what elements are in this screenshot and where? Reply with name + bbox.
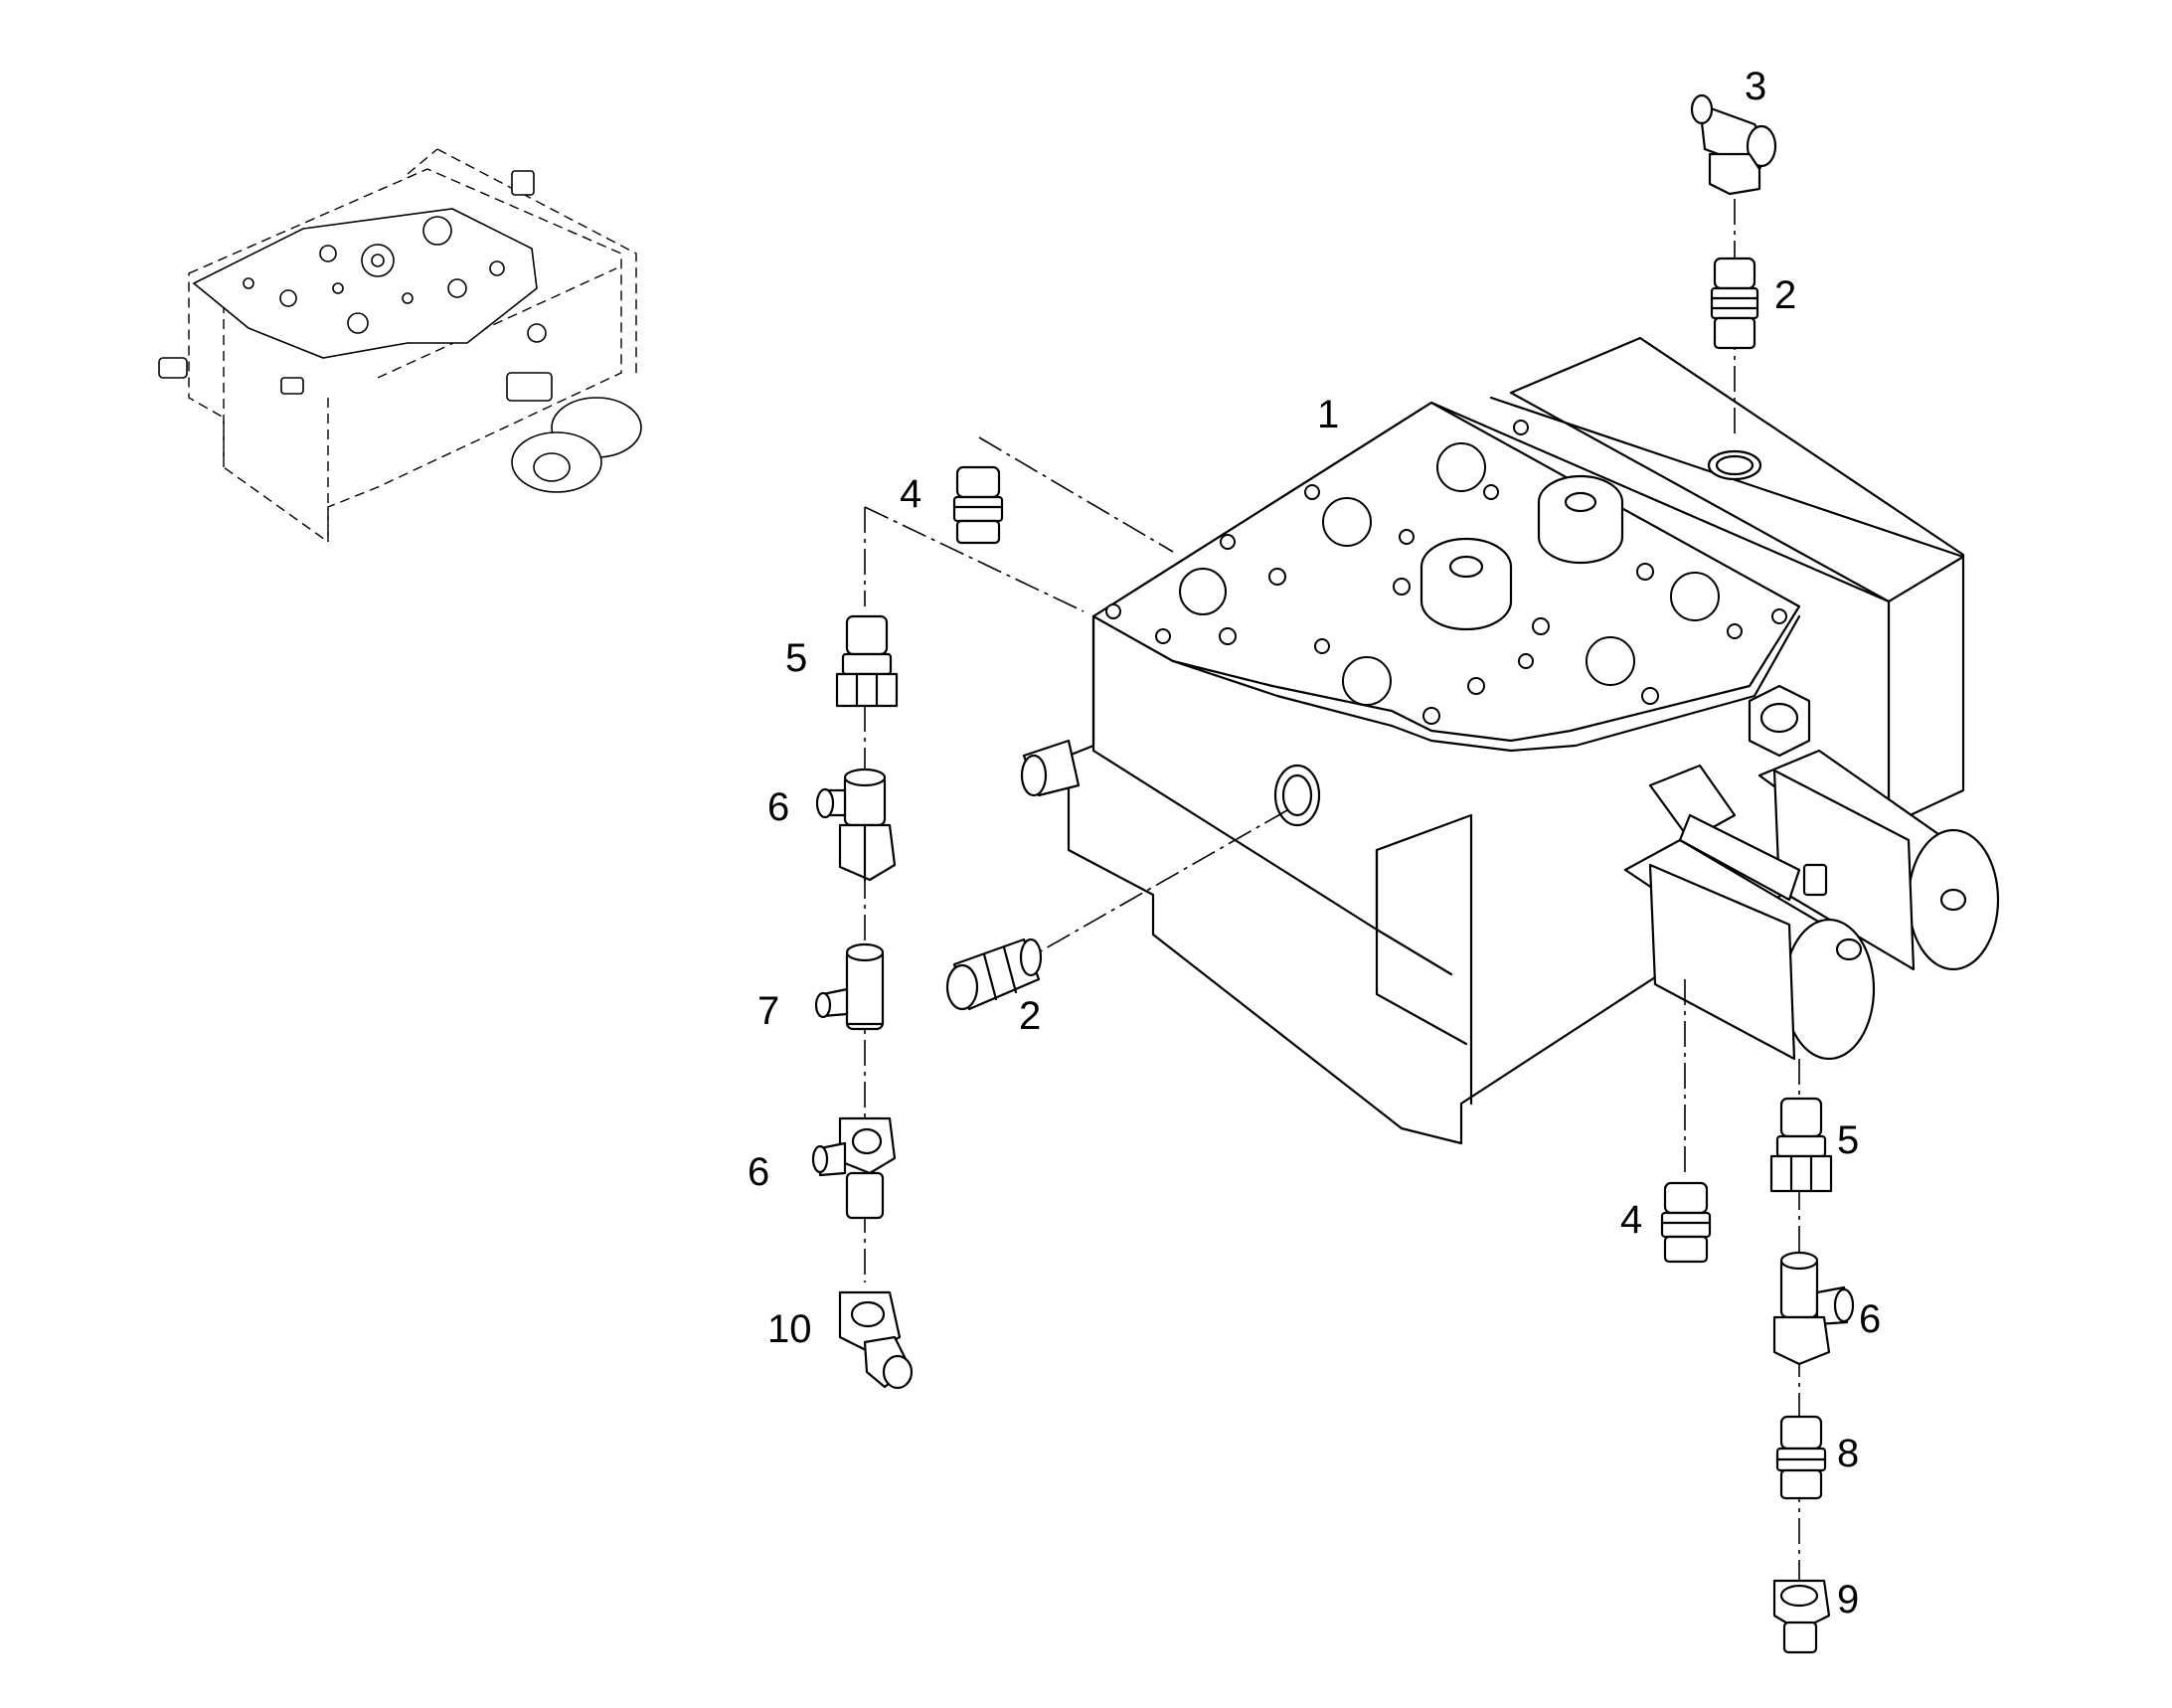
- callout-10: 10: [767, 1307, 812, 1351]
- control-valve-block: [1020, 336, 2000, 1145]
- callout-labels: 1 2 2 3 4 4 5 5 6 6 6 7 8 9 10: [748, 65, 1881, 1622]
- fitting-adapter-8: [1775, 1415, 1827, 1500]
- fitting-connector-5-left: [835, 614, 899, 708]
- callout-3: 3: [1745, 65, 1766, 108]
- callout-1: 1: [1317, 393, 1339, 436]
- callout-4-right: 4: [1620, 1198, 1642, 1242]
- callout-4-left: 4: [900, 472, 921, 516]
- fitting-connector-5-right: [1769, 1097, 1833, 1193]
- fitting-adapter-2-upper: [1710, 256, 1759, 350]
- callout-9: 9: [1837, 1578, 1859, 1622]
- fitting-adapter-2-middle: [945, 938, 1043, 1011]
- callout-5-left: 5: [785, 636, 807, 680]
- callout-2-top: 2: [1774, 273, 1796, 317]
- fitting-tee-3: [1690, 93, 1777, 196]
- fitting-plug-4-left: [952, 465, 1004, 545]
- callout-5-right: 5: [1837, 1118, 1859, 1162]
- overview-thumbnail: [158, 148, 642, 544]
- fitting-tee-7: [814, 942, 885, 1031]
- fitting-tee-6-left-b: [811, 1116, 897, 1220]
- fitting-elbow-10: [838, 1290, 914, 1390]
- callout-6-left-a: 6: [767, 785, 789, 829]
- fitting-plug-4-right: [1660, 1181, 1712, 1264]
- fitting-tee-6-left-a: [815, 768, 897, 882]
- callout-2-middle: 2: [1019, 994, 1041, 1038]
- fitting-tee-6-right: [1772, 1251, 1855, 1366]
- fitting-nut-9: [1772, 1579, 1831, 1654]
- callout-6-right: 6: [1859, 1297, 1881, 1341]
- callout-6-left-b: 6: [748, 1150, 769, 1194]
- callout-8: 8: [1837, 1432, 1859, 1475]
- callout-7: 7: [757, 989, 779, 1033]
